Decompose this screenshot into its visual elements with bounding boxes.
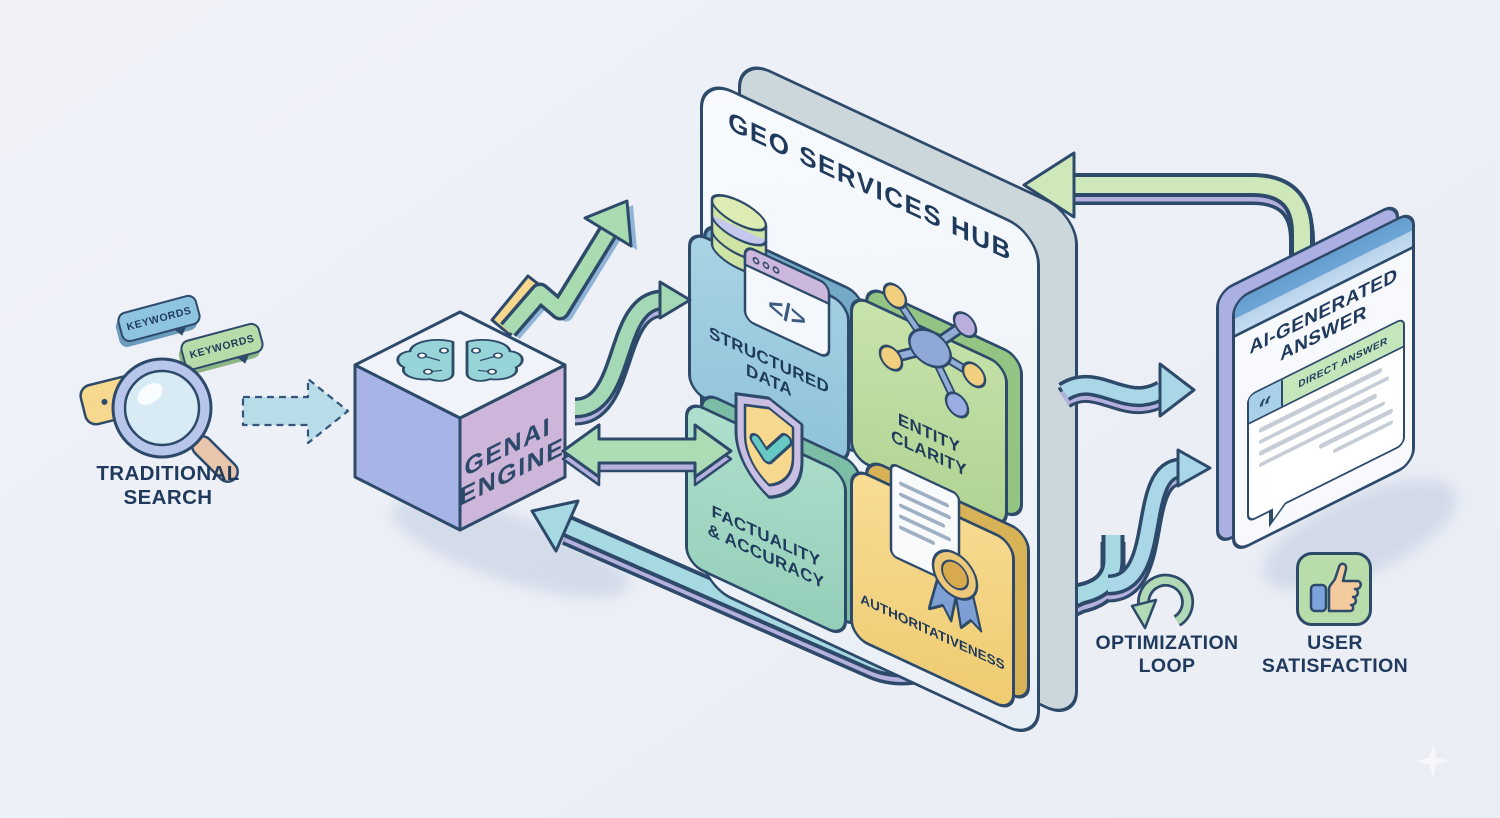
magnifier-icon <box>79 357 239 483</box>
hub-to-answer-arrow-bottom <box>1106 448 1212 603</box>
card-structured-data: </> STRUCTURED DATA <box>688 194 865 468</box>
user-satisfaction-chip <box>1296 552 1372 626</box>
card-factuality-accuracy: FACTUALITY & ACCURACY <box>685 389 862 640</box>
hub-to-answer-arrow-top <box>1057 362 1196 418</box>
thumbs-up-icon <box>1309 562 1362 613</box>
brain-circuit-icon <box>396 339 524 382</box>
certificate-ribbon-icon <box>889 463 983 633</box>
database-code-icon: </> <box>710 194 831 357</box>
refresh-loop-icon <box>1130 573 1195 630</box>
growth-arrow <box>490 199 637 339</box>
engine-to-hub-arrow <box>573 280 692 426</box>
card-entity-clarity: ENTITY CLARITY <box>850 282 1023 532</box>
dashed-arrow <box>241 377 350 445</box>
entity-network-icon <box>878 282 987 419</box>
sparkle-icon <box>1416 744 1450 778</box>
genai-engine-cube: GENAI ENGINE <box>353 310 567 532</box>
optimization-loop-label: OPTIMIZATION LOOP <box>1095 632 1239 677</box>
traditional-search-label: TRADITIONAL SEARCH <box>96 462 240 510</box>
card-authoritativeness: AUTHORITATIVENESS <box>850 456 1030 714</box>
answer-to-hub-return-arrow <box>1022 151 1315 318</box>
bidirectional-arrow <box>561 423 733 487</box>
user-satisfaction-label: USER SATISFACTION <box>1261 632 1409 677</box>
shield-check-icon <box>734 392 804 499</box>
